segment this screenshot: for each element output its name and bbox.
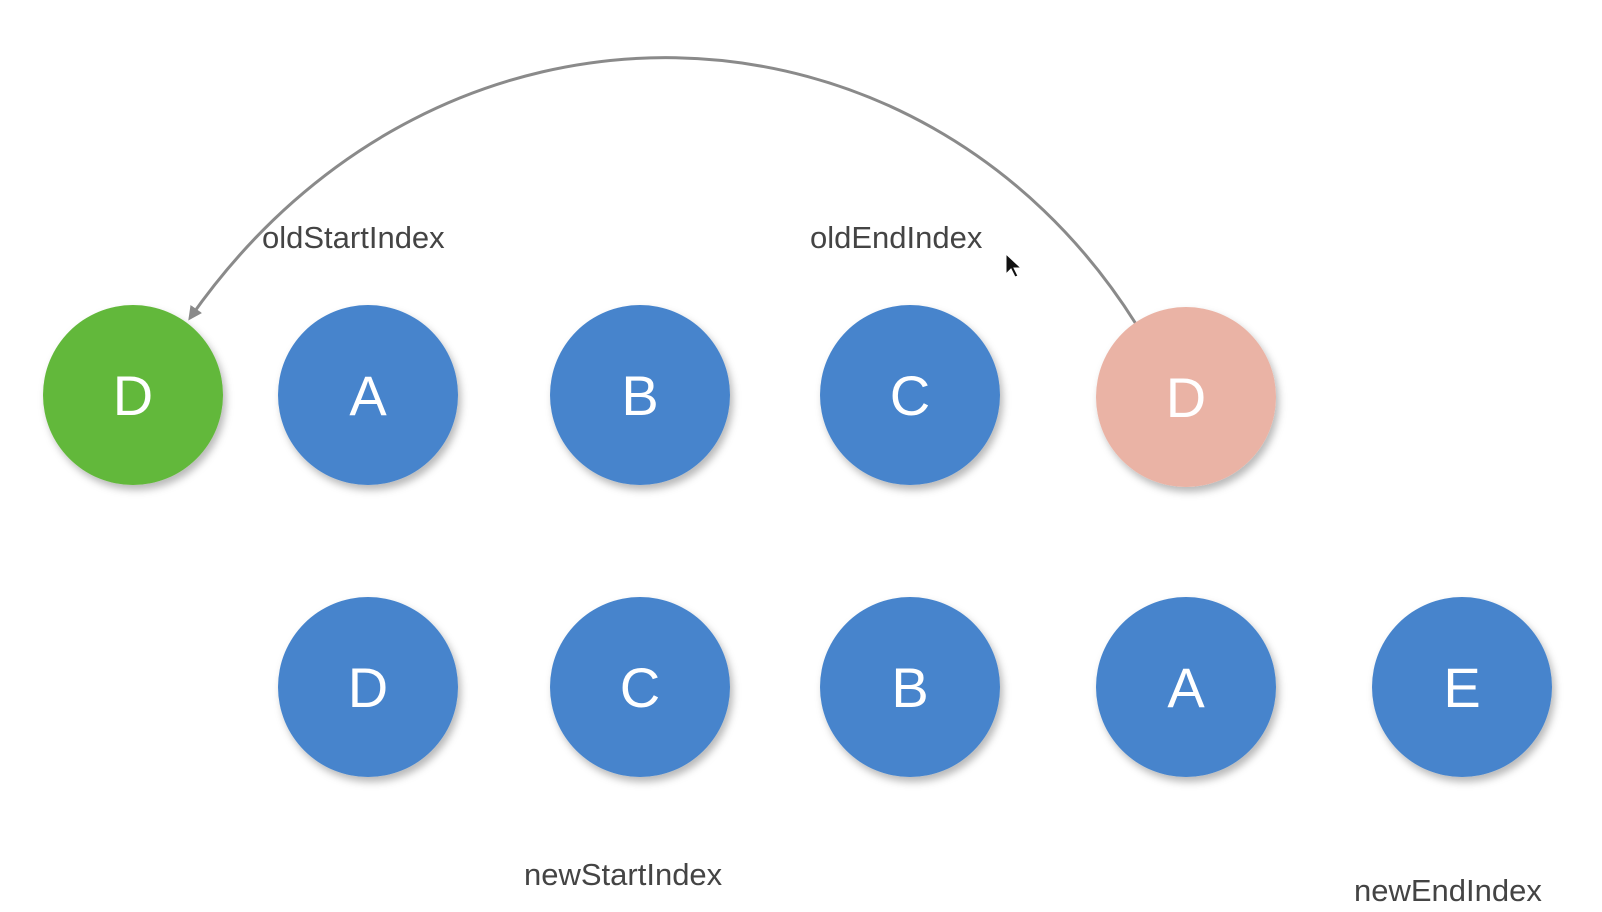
node-letter: B — [621, 364, 658, 427]
node-circle — [43, 305, 223, 485]
old-end-index-label: oldEndIndex — [810, 220, 983, 255]
node-letter: D — [348, 656, 388, 719]
old-node-a: A — [278, 305, 458, 485]
new-children-row: D C B A E — [278, 597, 1552, 777]
new-node-a: A — [1096, 597, 1276, 777]
old-node-d-moved-from: D — [1096, 307, 1276, 487]
new-start-index-label: newStartIndex — [524, 857, 723, 892]
node-letter: E — [1443, 656, 1480, 719]
node-letter: A — [1167, 656, 1205, 719]
new-node-c: C — [550, 597, 730, 777]
node-circle — [278, 305, 458, 485]
node-circle — [820, 305, 1000, 485]
node-letter: A — [349, 364, 387, 427]
node-circle — [550, 597, 730, 777]
old-node-b: B — [550, 305, 730, 485]
new-node-b: B — [820, 597, 1000, 777]
mouse-pointer-icon — [1005, 252, 1023, 278]
new-node-d: D — [278, 597, 458, 777]
new-end-index-label: newEndIndex — [1354, 873, 1542, 908]
node-letter: C — [620, 656, 660, 719]
node-circle — [1372, 597, 1552, 777]
old-children-row: D A B C D — [43, 305, 1276, 487]
node-letter: D — [1166, 366, 1206, 429]
node-circle — [278, 597, 458, 777]
old-node-moved-d: D — [43, 305, 223, 485]
node-circle — [1096, 597, 1276, 777]
move-arrow — [188, 56, 1138, 325]
new-node-e: E — [1372, 597, 1552, 777]
node-letter: D — [113, 364, 153, 427]
node-circle — [820, 597, 1000, 777]
old-start-index-label: oldStartIndex — [262, 220, 445, 255]
old-node-c: C — [820, 305, 1000, 485]
node-letter: C — [890, 364, 930, 427]
node-circle — [1096, 307, 1276, 487]
node-circle — [550, 305, 730, 485]
node-letter: B — [891, 656, 928, 719]
